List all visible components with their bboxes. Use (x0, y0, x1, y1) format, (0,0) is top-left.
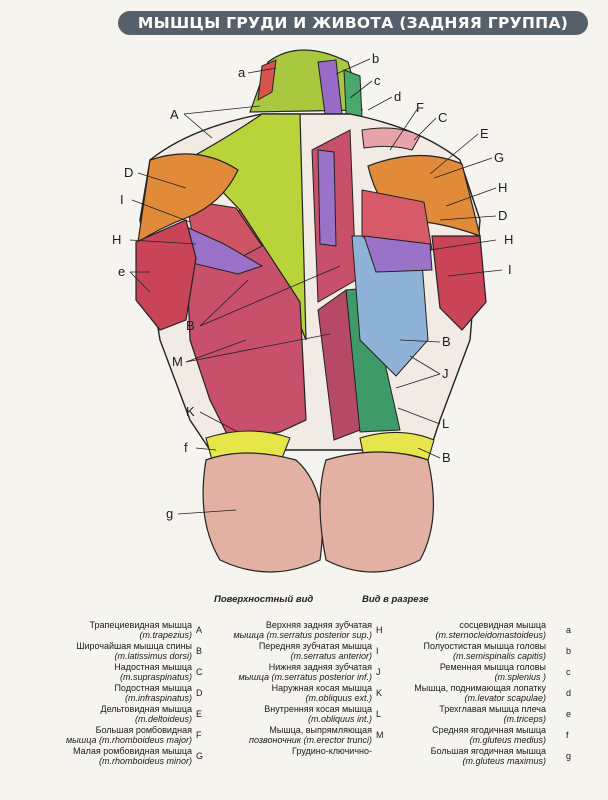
legend-letter: M (376, 730, 384, 740)
legend-letter: H (376, 625, 383, 635)
label-d: d (394, 89, 401, 104)
label-K: K (186, 404, 195, 419)
anatomy-figure: a b c d F C A E G H D H I D I H e B M B … (112, 49, 513, 573)
deltoid-left (137, 153, 239, 244)
label-E: E (480, 126, 489, 141)
legend-letter: J (376, 667, 381, 677)
label-c: c (374, 73, 381, 88)
label-D-left: D (124, 165, 133, 180)
legend-row: Полуостистая мышца головы(m.semispinalis… (423, 641, 572, 662)
teres-right (363, 235, 433, 273)
legend-letter: B (196, 646, 203, 656)
legend-row: Наружная косая мышца(m.obliquus ext.)K (271, 683, 383, 704)
legend-letter: D (196, 688, 203, 698)
legend-row: Ременная мышца головы(m.splenius )c (439, 662, 571, 683)
legend-row: Большая ягодичная мышца(m.gluteus maximu… (430, 746, 572, 767)
legend-row: Мышца, поднимающая лопатку(m.levator sca… (414, 683, 572, 704)
label-e: e (118, 264, 125, 279)
label-I-right: I (508, 262, 512, 277)
legend-col3: сосцевидная мышца(m.sternocleidomastoide… (388, 620, 572, 767)
legend-letter: F (196, 730, 202, 740)
sternocleidomastoid-a (257, 59, 277, 101)
label-C: C (438, 110, 447, 125)
legend-letter: g (566, 751, 572, 761)
legend-letter: G (196, 751, 204, 761)
caption-surface: Поверхностный вид (214, 594, 314, 605)
triceps-right (431, 235, 487, 331)
legend-letter: d (566, 688, 572, 698)
legend-letter: C (196, 667, 203, 677)
gluteus-maximus-left (202, 452, 323, 573)
legend-letter: e (566, 709, 572, 719)
label-B-lower: B (442, 450, 451, 465)
legend-letter: c (566, 667, 571, 677)
label-H-right: H (504, 232, 513, 247)
label-H-left: H (112, 232, 121, 247)
page-title: МЫШЦЫ ГРУДИ И ЖИВОТА (ЗАДНЯЯ ГРУППА) (118, 11, 588, 35)
legend-letter: I (376, 646, 379, 656)
legend-row: сосцевидная мышца(m.sternocleidomastoide… (435, 620, 572, 641)
label-g: g (166, 506, 173, 521)
label-L: L (442, 416, 449, 431)
label-B-right: B (442, 334, 451, 349)
label-f: f (184, 440, 188, 455)
legend-row: Надостная мышца(m.supraspinatus)C (114, 662, 203, 683)
serratus-post-sup (317, 149, 337, 247)
caption-section: Вид в разрезе (362, 594, 429, 605)
legend-row: Дельтовидная мышца(m.deltoideus)E (100, 704, 203, 725)
label-A: A (170, 107, 179, 122)
label-b: b (372, 51, 379, 66)
legend-row: Трехглавая мышца плеча(m.triceps)e (439, 704, 572, 725)
legend-letter: K (376, 688, 383, 698)
legend-row: Широчайшая мышца спины(m.latissimus dors… (76, 641, 203, 662)
legend-row: Подостная мышца(m.infraspinatus)D (114, 683, 203, 704)
legend-row: Грудино-ключично- (292, 746, 372, 756)
label-F: F (416, 100, 424, 115)
label-B-left: B (186, 318, 195, 333)
gluteus-maximus-right (319, 451, 435, 573)
legend-letter: f (566, 730, 569, 740)
legend-letter: b (566, 646, 572, 656)
label-I-left: I (120, 192, 124, 207)
legend-row: Малая ромбовидная мышца(m.rhomboideus mi… (73, 746, 204, 767)
legend-row: Внутренняя косая мышца(m.obliquus int.)L (264, 704, 382, 725)
legend-row: Трапециевидная мышца(m.trapezius)A (89, 620, 203, 641)
legend-letter: a (566, 625, 572, 635)
legend-letter: E (196, 709, 203, 719)
label-G: G (494, 150, 504, 165)
legend-row: Средняя ягодичная мышца(m.gluteus medius… (432, 725, 569, 746)
supraspinatus-right (361, 127, 421, 151)
label-J: J (442, 366, 449, 381)
label-H-right-top: H (498, 180, 507, 195)
legend-row: Передняя зубчатая мышца(m.serratus anter… (258, 641, 379, 662)
legend-letter: A (196, 625, 203, 635)
label-a: a (238, 65, 246, 80)
triceps-left (135, 219, 197, 331)
legend-col1: Трапециевидная мышца(m.trapezius)A Широч… (20, 620, 204, 767)
legend-letter: L (376, 709, 382, 719)
label-M: M (172, 354, 183, 369)
label-D-right: D (498, 208, 507, 223)
